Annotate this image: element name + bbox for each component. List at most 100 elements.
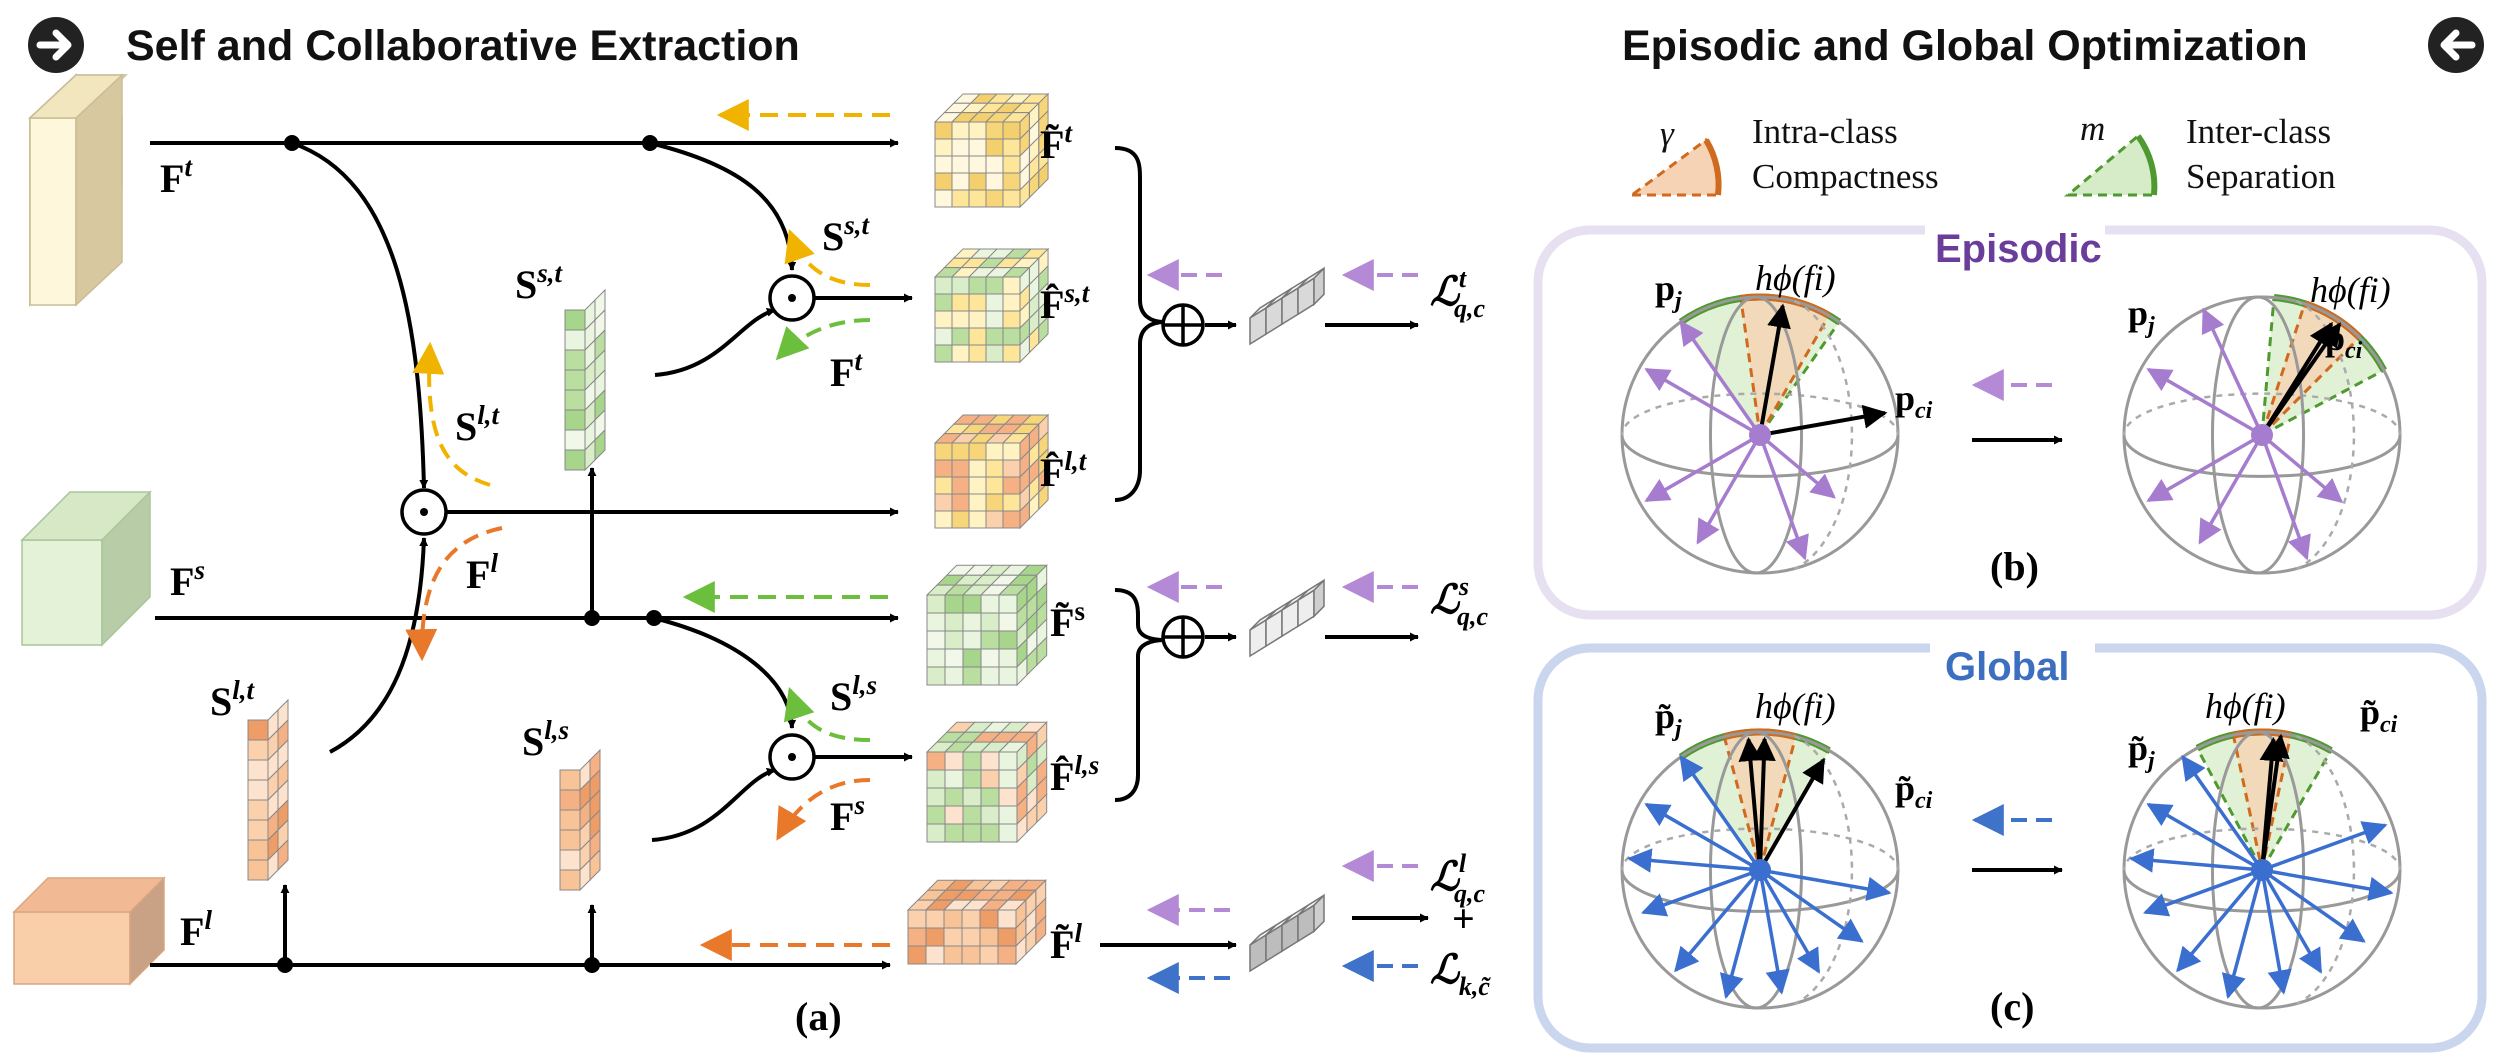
- sphere-equator: [1620, 434, 1900, 478]
- cube-cell: [968, 327, 987, 346]
- cube-cell: [944, 751, 964, 771]
- cube-cell: [968, 476, 987, 495]
- cube-cell: [934, 344, 953, 363]
- cube-cell: [1002, 476, 1021, 495]
- legend-intra-2: Compactness: [1752, 157, 1939, 196]
- c2-pci: p̃ci: [2360, 692, 2398, 738]
- cube-cell: [985, 155, 1004, 174]
- sphere-vector: [2176, 868, 2264, 973]
- cube-cell: [951, 459, 970, 478]
- label-Slt-arc: Sl,t: [455, 400, 501, 449]
- cube-cell: [985, 327, 1004, 346]
- cube-cell: [934, 327, 953, 346]
- legend-intra-1: Intra-class: [1752, 112, 1898, 151]
- block-Fs-shape: [20, 490, 152, 647]
- sphere-center: [1749, 859, 1771, 881]
- cube-cell: [926, 612, 946, 632]
- block-Fl-shape: [12, 876, 166, 986]
- right-title: Episodic and Global Optimization: [1622, 17, 2484, 73]
- label-tFt: F̃t: [1040, 118, 1073, 167]
- cube-cell: [951, 442, 970, 461]
- sphere-vector: [1640, 868, 1761, 917]
- sphere-main-vector: [1738, 737, 1763, 871]
- cube-cell: [951, 476, 970, 495]
- cube-cell: [1002, 510, 1021, 529]
- cube-cell: [934, 138, 953, 157]
- cube-cell: [968, 310, 987, 329]
- cube-cell: [926, 630, 946, 650]
- matrix-cell: [247, 859, 269, 881]
- cube-cell: [985, 121, 1004, 140]
- cube-cell: [951, 344, 970, 363]
- matrix-cell: [247, 779, 269, 801]
- cube-cell: [934, 155, 953, 174]
- cube-cell: [1002, 121, 1021, 140]
- cube-cell: [934, 310, 953, 329]
- cube-cell: [985, 493, 1004, 512]
- cube-cell: [998, 751, 1018, 771]
- sphere-vector: [2181, 754, 2264, 872]
- sphere-meridian-back: [2295, 735, 2356, 1005]
- panel-c-global: Global (c): [1533, 632, 2487, 1053]
- label-Sst-matrix: Ss,t: [515, 258, 564, 307]
- sphere-vector: [1758, 868, 1864, 943]
- loss-plus: +: [1452, 896, 1475, 941]
- sphere-vector: [1696, 434, 1762, 545]
- cube-cell: [907, 909, 927, 929]
- arrow-right-icon: [36, 29, 72, 61]
- cube-cell: [980, 648, 1000, 668]
- sphere-equator: [2122, 434, 2402, 478]
- cube-cell: [944, 648, 964, 668]
- sphere-vector: [1679, 319, 1762, 437]
- matrix-cell: [564, 349, 586, 371]
- sphere-vector: [2260, 434, 2311, 561]
- left-title-text: Self and Collaborative Extraction: [126, 22, 800, 70]
- cube-cell: [1002, 493, 1021, 512]
- caption-b: (b): [1990, 544, 2039, 589]
- cube-cell: [985, 344, 1004, 363]
- sphere-main-vector: [1751, 736, 1776, 871]
- oplus-bottom: [1161, 615, 1205, 659]
- sphere-vector: [1758, 434, 1809, 561]
- sphere-main-vector: [1759, 404, 1888, 437]
- cube-cell: [944, 630, 964, 650]
- cube-cell: [998, 823, 1018, 843]
- b-pci: pci: [1895, 378, 1933, 424]
- cube-cell: [962, 666, 982, 686]
- c2-h: hϕ(fi): [2205, 686, 2286, 726]
- cube-cell: [926, 823, 946, 843]
- cube-cell: [1002, 172, 1021, 191]
- label-Ft: Ft: [160, 152, 193, 201]
- block-Ft-shape: [28, 73, 124, 307]
- matrix-cell: [559, 849, 581, 871]
- label-hFst: F̂s,t: [1040, 278, 1091, 327]
- sphere-main-vector: [2260, 733, 2290, 871]
- rod-cell: [1249, 618, 1267, 658]
- cube-cell: [997, 945, 1017, 965]
- brace-top: [1114, 146, 1166, 502]
- rod-cell: [1249, 933, 1267, 973]
- cube-cell: [980, 666, 1000, 686]
- sphere-meridian-back: [1793, 300, 1854, 570]
- odot-left: [400, 488, 448, 536]
- odot-top: [768, 274, 816, 322]
- legend-inter-1: Inter-class: [2186, 112, 2331, 151]
- cube-cell: [951, 510, 970, 529]
- cube-cell: [968, 121, 987, 140]
- cube-cell: [998, 630, 1018, 650]
- cube-cell: [985, 172, 1004, 191]
- sphere-vector: [1759, 868, 1892, 902]
- loss-k: ℒk,c̃: [1430, 947, 1491, 1001]
- cube-cell: [968, 172, 987, 191]
- matrix-cell: [559, 789, 581, 811]
- sphere-vector: [2146, 802, 2263, 872]
- cube-cell: [968, 276, 987, 295]
- cube-cell: [962, 751, 982, 771]
- sphere-vector: [2261, 821, 2388, 872]
- c-pj: p̃j: [1655, 696, 1682, 742]
- sphere-main-vector: [1758, 757, 1826, 871]
- cube-cell: [962, 612, 982, 632]
- sphere-vector: [2260, 869, 2292, 995]
- sphere-vector: [1644, 433, 1761, 503]
